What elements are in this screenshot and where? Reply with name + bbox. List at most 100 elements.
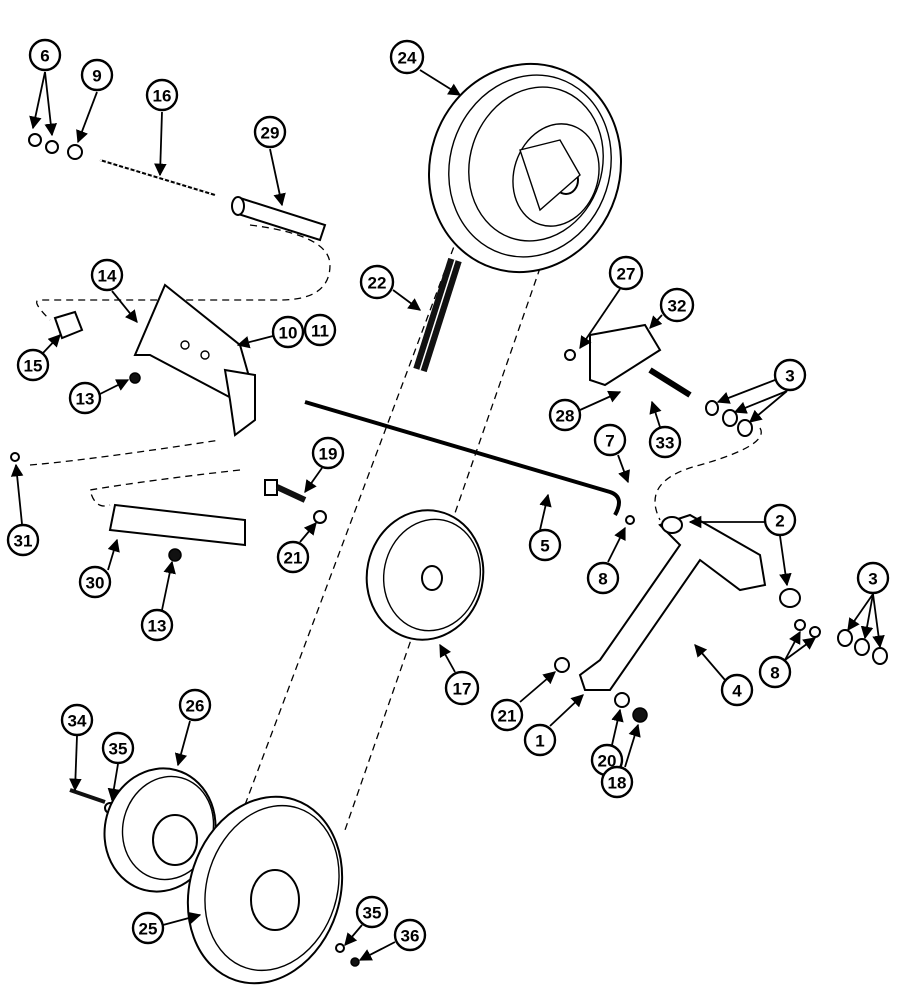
callout-circle: [276, 540, 310, 574]
callout-leader: [69, 735, 82, 792]
callout-circle: [763, 503, 797, 537]
bolt-19: [264, 479, 307, 503]
callout-leader: [872, 593, 885, 649]
callout-circle: [78, 565, 112, 599]
callout-label: 29: [261, 124, 280, 143]
callout-label: 5: [540, 537, 549, 556]
callout-36: 36: [393, 918, 427, 952]
callout-circle: [720, 673, 754, 707]
callout-leader: [419, 69, 462, 96]
callout-circle: [528, 528, 562, 562]
callout-circle: [444, 670, 480, 706]
callout-circle: [548, 398, 582, 432]
callout-label: 33: [656, 434, 675, 453]
callout-29: 29: [253, 115, 287, 149]
callout-1: 1: [523, 723, 557, 757]
callout-leader: [519, 671, 556, 703]
callout-label: 27: [617, 265, 636, 284]
callout-leader: [439, 643, 456, 673]
callout-leader: [579, 390, 622, 411]
nuts-6: [28, 133, 83, 160]
callout-14: 14: [90, 258, 124, 292]
callout-circle: [101, 731, 135, 765]
callout-33: 33: [648, 425, 682, 459]
bracket-32: [589, 323, 692, 398]
callout-label: 21: [284, 549, 303, 568]
callout-leader: [358, 941, 396, 961]
callout-circle: [140, 608, 174, 642]
callout-label: 18: [608, 774, 627, 793]
callout-circle: [856, 561, 890, 595]
rod-5: [304, 400, 621, 516]
callout-21: 21: [490, 698, 524, 732]
callout-13: 13: [68, 381, 102, 415]
callout-leader: [304, 467, 323, 494]
callout-22: 22: [359, 264, 395, 300]
pulley-25: [186, 795, 344, 985]
callout-label: 31: [14, 532, 33, 551]
callout-leader: [607, 526, 626, 563]
callout-label: 25: [139, 920, 158, 939]
callout-circle: [68, 381, 102, 415]
callout-28: 28: [548, 398, 582, 432]
callout-18: 18: [600, 765, 634, 799]
callout-9: 9: [80, 58, 114, 92]
callout-label: 36: [401, 927, 420, 946]
callout-leader: [694, 644, 726, 681]
callout-leader: [716, 379, 776, 404]
callout-circle: [253, 115, 287, 149]
callout-27: 27: [608, 255, 644, 291]
callout-circle: [145, 78, 179, 112]
callout-leader: [299, 522, 317, 543]
callout-circle: [490, 698, 524, 732]
callout-leader: [392, 289, 422, 311]
callout-6: 6: [28, 38, 62, 72]
callout-30: 30: [78, 565, 112, 599]
callout-leader: [76, 91, 98, 144]
callout-25: 25: [131, 911, 165, 945]
belt-22: [413, 257, 462, 373]
callout-circle: [393, 918, 427, 952]
callout-circle: [608, 255, 644, 291]
callout-label: 8: [770, 664, 779, 683]
callout-8: 8: [586, 561, 620, 595]
callout-circle: [758, 655, 792, 689]
spring-16: [99, 159, 216, 196]
bracket-30: [108, 503, 246, 562]
callout-17: 17: [444, 670, 480, 706]
callout-label: 26: [186, 697, 205, 716]
callout-leader: [549, 694, 584, 727]
callout-5: 5: [528, 528, 562, 562]
callout-circle: [523, 723, 557, 757]
callout-circle: [600, 765, 634, 799]
callout-label: 9: [92, 67, 101, 86]
callout-leader: [860, 593, 874, 640]
callout-leader: [847, 593, 874, 632]
callout-label: 30: [86, 574, 105, 593]
callout-label: 21: [498, 707, 517, 726]
callout-label: 19: [319, 445, 338, 464]
callout-label: 11: [311, 322, 329, 341]
callout-circle: [178, 688, 212, 722]
callout-circle: [6, 523, 40, 557]
callout-circle: [271, 315, 305, 349]
callout-leader: [107, 538, 120, 571]
callout-21: 21: [276, 540, 310, 574]
callout-label: 13: [148, 617, 167, 636]
tube-29: [231, 196, 327, 242]
callout-circle: [131, 911, 165, 945]
callout-label: 3: [785, 367, 794, 386]
callout-leader: [749, 390, 788, 423]
callout-label: 34: [68, 712, 87, 731]
callout-label: 10: [279, 324, 298, 343]
callout-15: 15: [16, 348, 50, 382]
callout-leader: [611, 708, 624, 746]
callout-leader: [99, 379, 130, 395]
callout-leader: [161, 560, 176, 611]
callout-label: 14: [98, 267, 117, 286]
callout-leader: [107, 763, 121, 802]
callout-35: 35: [101, 731, 135, 765]
callout-label: 6: [40, 47, 49, 66]
